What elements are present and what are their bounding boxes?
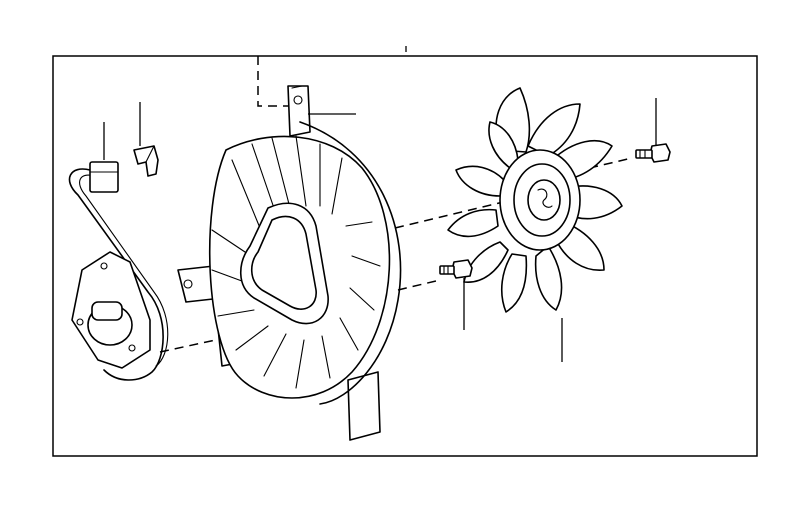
assembly-lines (159, 56, 633, 353)
fan-motor (71, 251, 151, 369)
shroud-rear-rim (299, 121, 402, 405)
bracket-hole (293, 95, 303, 105)
fan-blade (447, 87, 623, 313)
harness-connector (89, 161, 119, 193)
fan-hub-ring (513, 163, 571, 237)
lower-bolt (439, 259, 473, 279)
diagram-frame (52, 55, 758, 457)
shroud-foot-right (347, 371, 381, 441)
fan-shroud (177, 85, 402, 441)
fan-hub-mark (537, 188, 553, 208)
harness-wire-inner (79, 174, 169, 367)
lower-bolt-axis-dashed (397, 279, 441, 291)
shroud-upper-bracket (287, 85, 311, 137)
harness-clip (133, 145, 159, 177)
shroud-opening-inner (250, 215, 317, 310)
fan-blade-vanes (447, 87, 623, 313)
upper-bolt-axis-dashed (559, 157, 633, 176)
motor-mount-hole-1 (100, 262, 108, 270)
upper-bolt (635, 143, 671, 163)
motor-shaft (91, 301, 123, 321)
wire-harness-with-connector (68, 161, 169, 381)
shroud-fan-axis-dashed (394, 197, 521, 229)
motor-axis-dashed (159, 337, 226, 353)
harness-wire (68, 168, 164, 381)
motor-mount-hole-2 (76, 318, 84, 326)
leader-lines (103, 98, 657, 362)
shroud-top-dashed-leader (257, 56, 290, 107)
motor-mount-hole-3 (128, 344, 136, 352)
